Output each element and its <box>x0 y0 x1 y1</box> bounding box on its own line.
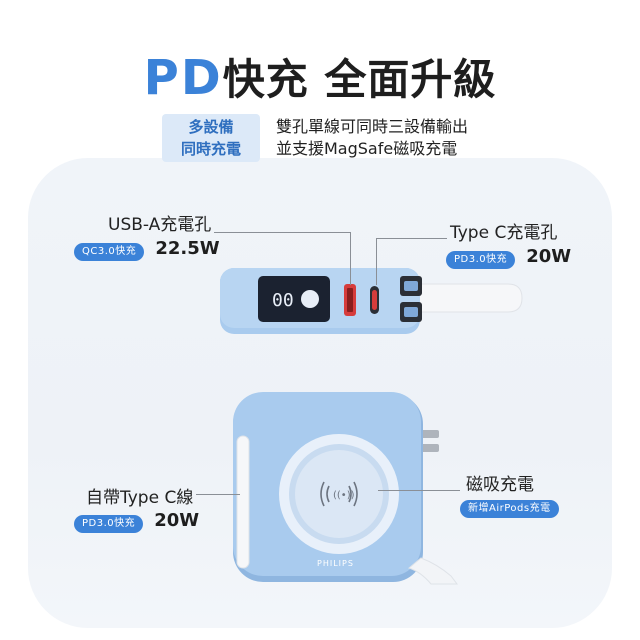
display-panel <box>258 276 330 322</box>
usb-a-pointer <box>214 232 351 285</box>
cable-loop <box>409 283 523 313</box>
badge-line-1: 多設備 <box>188 118 234 136</box>
type-c-cable-pill: PD3.0快充 <box>74 515 144 533</box>
type-c-port-title: Type C充電孔 <box>450 223 558 243</box>
type-c-cable-pointer <box>196 494 240 495</box>
badge-line-2: 同時充電 <box>180 140 241 158</box>
cable-end <box>407 557 458 585</box>
wireless-charging-icon: ((•)) <box>320 481 358 507</box>
usb-a-watt: 22.5W <box>155 238 220 259</box>
description-line-1: 雙孔單線可同時三設備輸出 <box>276 117 469 136</box>
power-bank-front-view: ((•)) PHILIPS <box>233 392 458 585</box>
type-c-port-pointer <box>376 238 447 285</box>
brand-logo: PHILIPS <box>317 559 354 568</box>
usb-a-specs: QC3.0快充 22.5W <box>74 238 220 261</box>
type-c-port-watt: 20W <box>526 246 572 267</box>
multi-device-badge: 多設備 同時充電 <box>162 114 260 162</box>
magnetic-title: 磁吸充電 <box>466 475 534 495</box>
built-in-cable <box>236 435 250 569</box>
magsafe-pad <box>295 450 383 538</box>
svg-text:((•)): ((•)) <box>333 490 355 501</box>
display-button <box>301 290 319 308</box>
plug-prong-lower <box>421 444 439 452</box>
usb-a-pill: QC3.0快充 <box>74 243 145 261</box>
magnetic-specs: 新增AirPods充電 <box>460 496 559 518</box>
plug-prong-upper <box>421 430 439 438</box>
headline-rest: 快充 全面升級 <box>222 55 497 104</box>
headline: PD快充 全面升級 <box>0 52 640 106</box>
type-c-port-specs: PD3.0快充 20W <box>446 246 571 269</box>
power-bank-side-view: 00 <box>220 268 523 334</box>
type-c-cable-watt: 20W <box>154 510 200 531</box>
type-c-cable-specs: PD3.0快充 20W <box>74 510 199 533</box>
magnetic-pill: 新增AirPods充電 <box>460 500 559 518</box>
usb-a-title: USB-A充電孔 <box>108 215 212 235</box>
type-c-cable-title: 自帶Type C線 <box>86 488 194 508</box>
feature-description: 雙孔單線可同時三設備輸出 並支援MagSafe磁吸充電 <box>276 116 468 160</box>
description-line-2: 並支援MagSafe磁吸充電 <box>276 139 458 158</box>
magnetic-pointer <box>378 490 460 491</box>
headline-pd: PD <box>143 50 223 106</box>
type-c-port-pill: PD3.0快充 <box>446 251 516 269</box>
display-digits: 00 <box>272 290 294 311</box>
